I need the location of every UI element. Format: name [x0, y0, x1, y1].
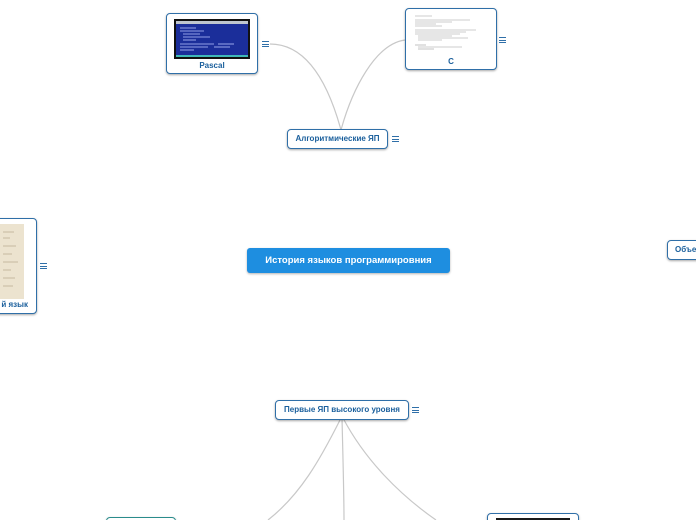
topic-right-partial[interactable]: Объе [667, 240, 696, 260]
root-topic[interactable]: История языков программировния [247, 248, 450, 273]
link-algo-c [340, 39, 406, 131]
topic-label: Первые ЯП высокого уровня [284, 405, 400, 414]
hamburger-menu-icon[interactable] [262, 41, 269, 47]
hamburger-menu-icon[interactable] [40, 263, 47, 269]
topic-pascal[interactable]: Pascal [166, 13, 258, 74]
topic-bottom-right-partial[interactable] [487, 513, 579, 520]
topic-left-partial[interactable]: й язык [0, 218, 37, 314]
root-topic-label: История языков программировния [265, 255, 432, 266]
topic-label: Алгоритмические ЯП [295, 134, 380, 143]
topic-label: C [448, 57, 454, 66]
topic-label: й язык [1, 300, 28, 309]
topic-first-high-level-languages[interactable]: Первые ЯП высокого уровня [275, 400, 409, 420]
link-algo-pascal [269, 43, 342, 131]
c-code-image [412, 13, 490, 57]
link-first-middle [341, 417, 345, 520]
bottom-right-image [496, 518, 570, 520]
pascal-screenshot-image [174, 19, 250, 59]
hamburger-menu-icon[interactable] [392, 136, 399, 142]
manuscript-image [0, 224, 24, 299]
hamburger-menu-icon[interactable] [499, 37, 506, 43]
link-first-right [342, 417, 437, 520]
topic-algorithmic-languages[interactable]: Алгоритмические ЯП [287, 129, 388, 149]
topic-label: Pascal [199, 61, 225, 70]
topic-label: Объе [675, 245, 696, 254]
hamburger-menu-icon[interactable] [412, 407, 419, 413]
topic-bottom-left-partial[interactable] [106, 517, 176, 520]
topic-c[interactable]: C [405, 8, 497, 70]
link-first-left [267, 417, 342, 520]
